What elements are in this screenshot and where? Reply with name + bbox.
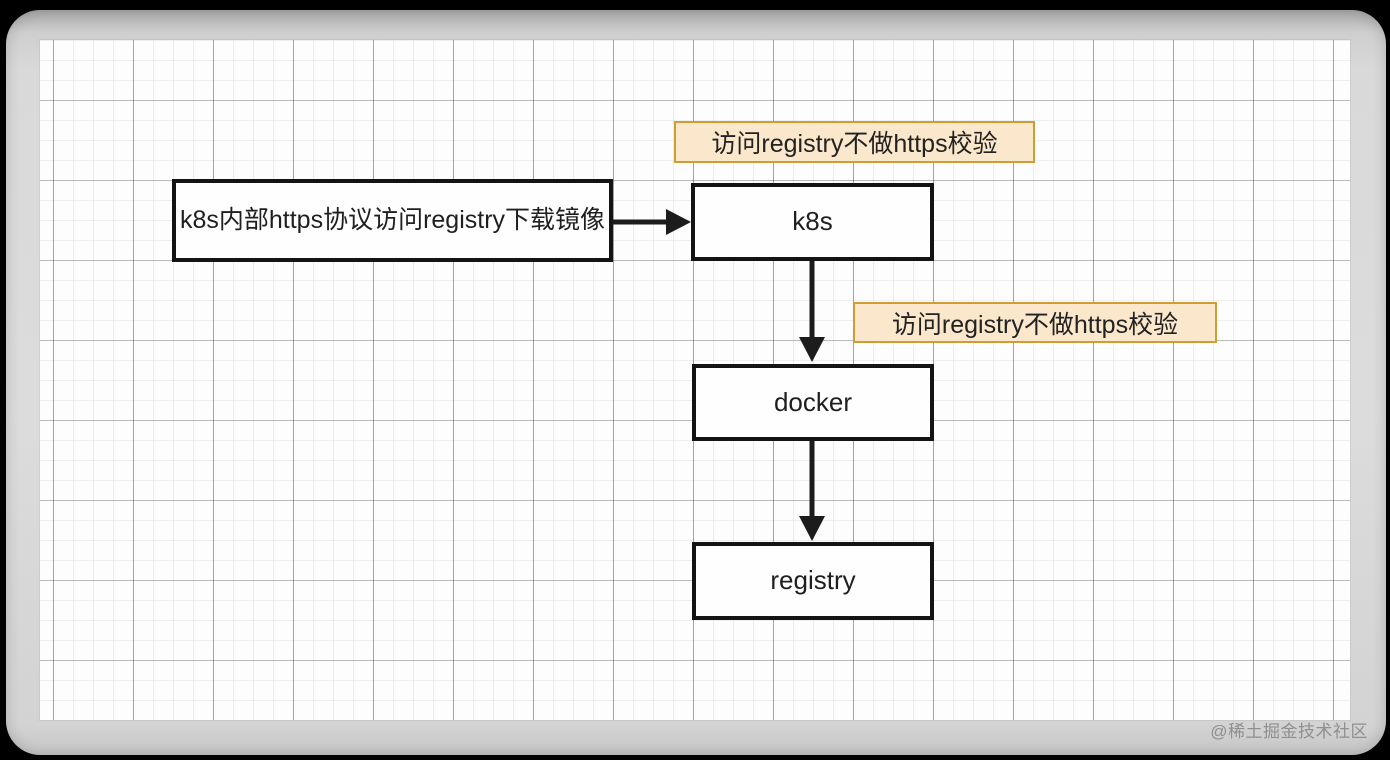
arrow-down-icon <box>799 516 825 541</box>
rounded-card-frame: 访问registry不做https校验 访问registry不做https校验 … <box>6 10 1386 755</box>
arrow-down-icon <box>799 337 825 362</box>
arrow-right-icon <box>666 209 691 235</box>
diagram-grid-canvas: 访问registry不做https校验 访问registry不做https校验 … <box>40 40 1350 720</box>
arrow-note-to-k8s <box>613 209 691 235</box>
juejin-watermark: @稀土掘金技术社区 <box>1210 722 1368 741</box>
node-docker: docker <box>692 364 934 441</box>
node-note-k8s-https-download: k8s内部https协议访问registry下载镜像 <box>172 179 613 262</box>
node-registry: registry <box>692 542 934 620</box>
arrow-k8s-to-docker <box>799 261 825 362</box>
annotation-no-https-verify-mid: 访问registry不做https校验 <box>853 302 1217 343</box>
node-k8s: k8s <box>691 183 934 261</box>
annotation-no-https-verify-top: 访问registry不做https校验 <box>674 121 1035 163</box>
arrow-docker-to-registry <box>799 441 825 541</box>
